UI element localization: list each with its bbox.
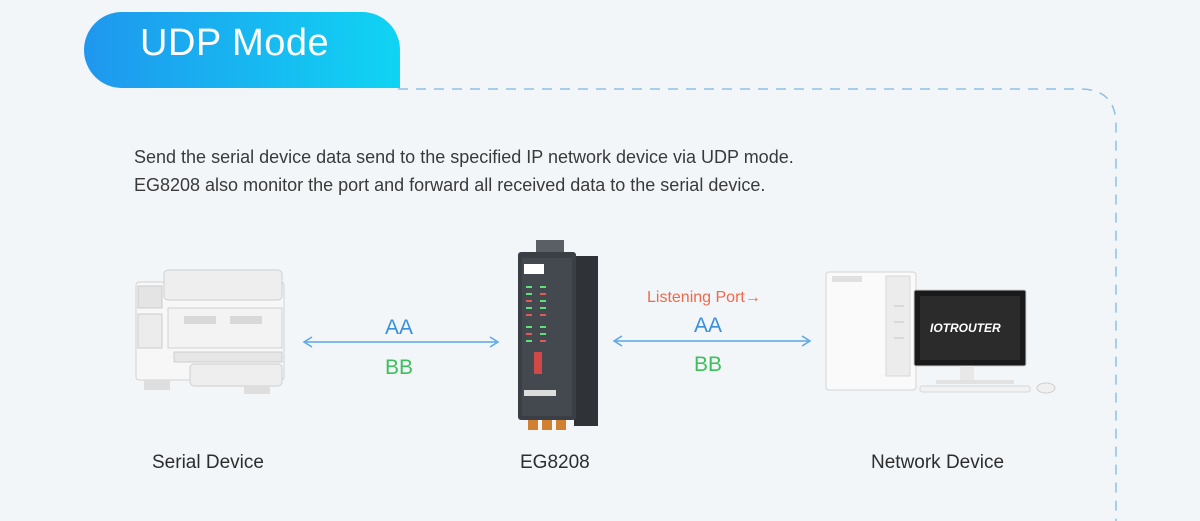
- serial-device-image: [135, 269, 285, 394]
- right-link-aa: AA: [694, 314, 723, 337]
- serial-gateway-arrow: [302, 336, 500, 348]
- description-line-2: EG8208 also monitor the port and forward…: [134, 175, 766, 195]
- page-title: UDP Mode: [140, 22, 330, 64]
- left-link-bb: BB: [385, 356, 414, 379]
- description-line-1: Send the serial device data send to the …: [134, 147, 794, 167]
- monitor-brand-text: IOTROUTER: [930, 321, 1001, 335]
- right-link-bb: BB: [694, 353, 723, 376]
- gateway-network-arrow: [612, 335, 812, 347]
- left-link-aa: AA: [385, 316, 414, 339]
- eg8208-label: EG8208: [520, 452, 590, 473]
- eg8208-gateway-image: [518, 240, 598, 430]
- network-device-label: Network Device: [871, 452, 1005, 473]
- serial-device-label: Serial Device: [152, 452, 264, 473]
- description: Send the serial device data send to the …: [134, 143, 794, 199]
- mode-tab: [84, 12, 400, 88]
- listening-port-note: Listening Port→: [647, 289, 761, 306]
- network-device-image: [825, 271, 1056, 394]
